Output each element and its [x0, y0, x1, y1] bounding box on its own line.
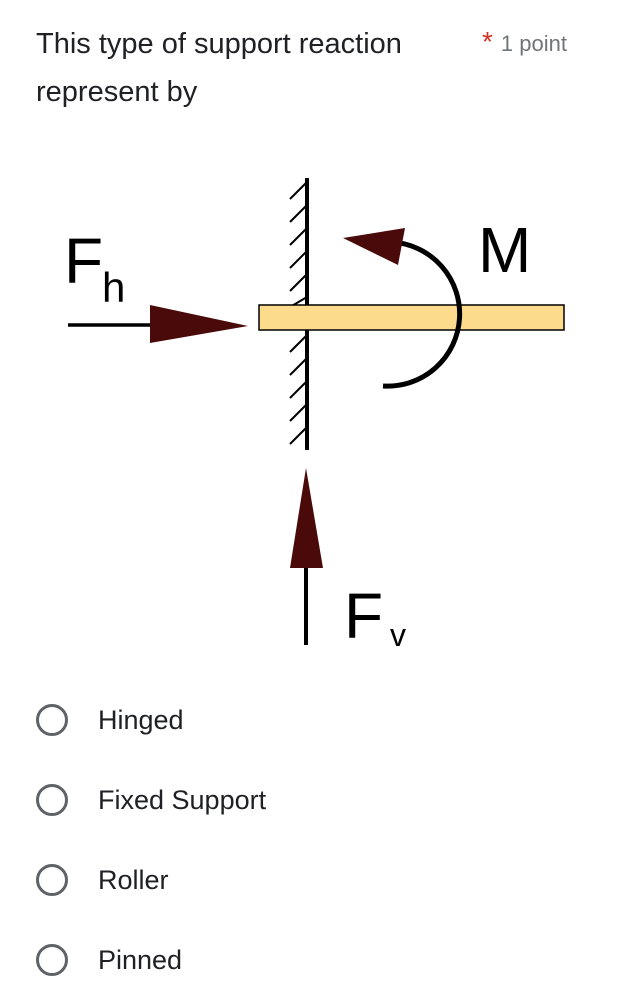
option-fixed-support[interactable]: Fixed Support	[36, 775, 266, 825]
option-label: Roller	[98, 864, 169, 895]
required-marker: *	[482, 26, 493, 57]
option-label: Pinned	[98, 944, 183, 975]
option-label: Hinged	[98, 704, 184, 735]
wall-hatching	[289, 181, 308, 445]
moment-arrowhead	[343, 228, 405, 265]
points-label: 1 point	[500, 31, 567, 56]
vertical-arrowhead	[290, 468, 323, 568]
radio-button[interactable]	[36, 704, 68, 736]
m-label: M	[478, 214, 531, 286]
horizontal-arrowhead	[150, 305, 248, 343]
question-meta: * 1 point	[482, 26, 567, 58]
moment-arc	[382, 239, 463, 389]
fv-label: F	[344, 580, 383, 652]
option-label: Fixed Support	[98, 784, 267, 815]
option-roller[interactable]: Roller	[36, 855, 169, 905]
fixed-support-diagram: F h M F v	[64, 178, 565, 653]
radio-button[interactable]	[36, 864, 68, 896]
radio-button[interactable]	[36, 944, 68, 976]
question-title: This type of support reaction represent …	[36, 28, 402, 108]
beam	[258, 304, 565, 331]
fh-label: F	[64, 225, 103, 297]
radio-button[interactable]	[36, 784, 68, 816]
option-hinged[interactable]: Hinged	[36, 695, 184, 745]
option-pinned[interactable]: Pinned	[36, 935, 182, 985]
fh-subscript: h	[102, 264, 125, 311]
fv-subscript: v	[390, 617, 406, 653]
